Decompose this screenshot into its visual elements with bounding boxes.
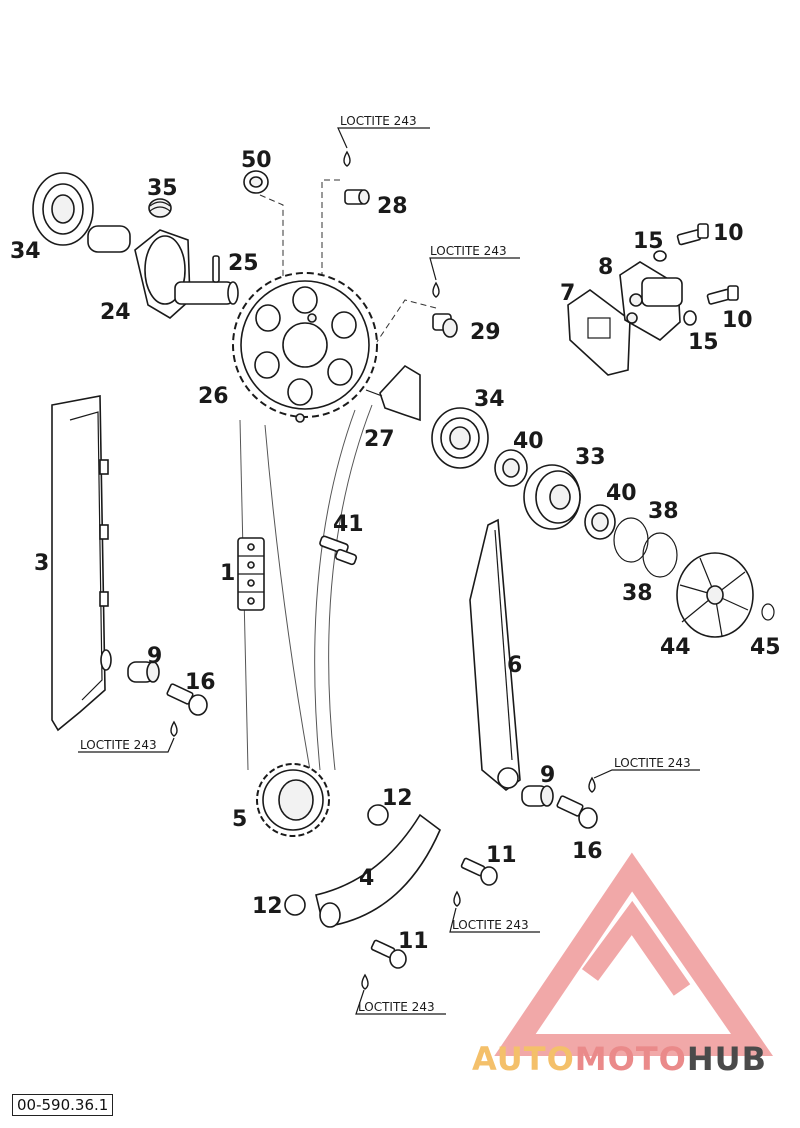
note-leaders <box>78 127 700 1015</box>
callout-27: 27 <box>364 427 395 452</box>
callout-29: 29 <box>470 320 501 345</box>
callout-10: 10 <box>713 221 744 246</box>
callout-38: 38 <box>622 581 653 606</box>
brand-part-auto: AUTO <box>472 1040 575 1078</box>
loctite-note: LOCTITE 243 <box>430 244 507 258</box>
loctite-note: LOCTITE 243 <box>340 114 417 128</box>
chain-link-1 <box>237 537 265 611</box>
callout-4: 4 <box>359 866 374 891</box>
guide-rail-6 <box>469 518 521 792</box>
callout-11: 11 <box>486 843 517 868</box>
spacer-40-b <box>584 504 616 540</box>
bolt-28 <box>343 150 370 205</box>
callout-34: 34 <box>10 239 41 264</box>
alignment-lines <box>259 179 437 371</box>
spacer-9-left <box>127 661 160 683</box>
cam-sprocket-26 <box>232 272 378 423</box>
loctite-note: LOCTITE 243 <box>358 1000 435 1014</box>
callout-15: 15 <box>688 330 719 355</box>
callout-12: 12 <box>252 894 283 919</box>
callout-15: 15 <box>633 229 664 254</box>
bush-12-bottom <box>284 894 306 916</box>
loctite-note: LOCTITE 243 <box>614 756 691 770</box>
watermark-brand-text: AUTOMOTOHUB <box>472 1040 792 1080</box>
bush-12-top <box>367 804 389 826</box>
callout-38: 38 <box>648 499 679 524</box>
spacer-9-right <box>521 785 554 807</box>
callout-35: 35 <box>147 176 178 201</box>
guide-4 <box>315 813 441 928</box>
tensioner-assembly <box>567 223 739 376</box>
callout-10: 10 <box>722 308 753 333</box>
impeller-44 <box>676 552 754 638</box>
callout-3: 3 <box>34 551 49 576</box>
bearing-34-right <box>431 407 489 469</box>
spring-35 <box>148 198 172 218</box>
callout-24: 24 <box>100 300 131 325</box>
callout-40: 40 <box>606 481 637 506</box>
o-rings-38 <box>613 517 678 578</box>
callout-16: 16 <box>185 670 216 695</box>
watermark-logo <box>494 852 774 1056</box>
callout-34: 34 <box>474 387 505 412</box>
callout-41: 41 <box>333 512 364 537</box>
brand-part-moto: MOTO <box>574 1040 687 1078</box>
callout-26: 26 <box>198 384 229 409</box>
crank-sprocket-5 <box>256 763 330 837</box>
loctite-note: LOCTITE 243 <box>452 918 529 932</box>
camshaft-24 <box>87 225 239 319</box>
callout-25: 25 <box>228 251 259 276</box>
guide-rail-3 <box>51 395 112 732</box>
pulley-33 <box>523 464 581 530</box>
bolt-29 <box>432 281 458 338</box>
callout-11: 11 <box>398 929 429 954</box>
callout-8: 8 <box>598 255 613 280</box>
callout-45: 45 <box>750 635 781 660</box>
nut-50 <box>243 170 269 194</box>
bracket-27 <box>365 364 421 422</box>
callout-6: 6 <box>507 653 522 678</box>
callout-44: 44 <box>660 635 691 660</box>
callout-9: 9 <box>147 644 162 669</box>
callout-9: 9 <box>540 763 555 788</box>
bolt-16-left <box>166 683 208 737</box>
pin-25 <box>212 255 220 283</box>
bolt-11-top <box>453 857 498 907</box>
link-plate-41 <box>319 535 358 566</box>
bearing-34-left <box>32 172 94 246</box>
callout-5: 5 <box>232 807 247 832</box>
callout-50: 50 <box>241 148 272 173</box>
callout-1: 1 <box>220 561 235 586</box>
brand-part-hub: HUB <box>686 1040 768 1078</box>
bolt-16-right <box>556 776 598 829</box>
callout-40: 40 <box>513 429 544 454</box>
loctite-note: LOCTITE 243 <box>80 738 157 752</box>
timing-chain-path <box>239 404 373 771</box>
callout-12: 12 <box>382 786 413 811</box>
callout-28: 28 <box>377 194 408 219</box>
document-code-label: 00-590.36.1 <box>12 1094 114 1116</box>
circlip-45 <box>761 603 775 621</box>
bolt-11-bottom <box>361 939 407 990</box>
callout-16: 16 <box>572 839 603 864</box>
callout-33: 33 <box>575 445 606 470</box>
spacer-40-a <box>494 449 528 487</box>
callout-7: 7 <box>560 281 575 306</box>
